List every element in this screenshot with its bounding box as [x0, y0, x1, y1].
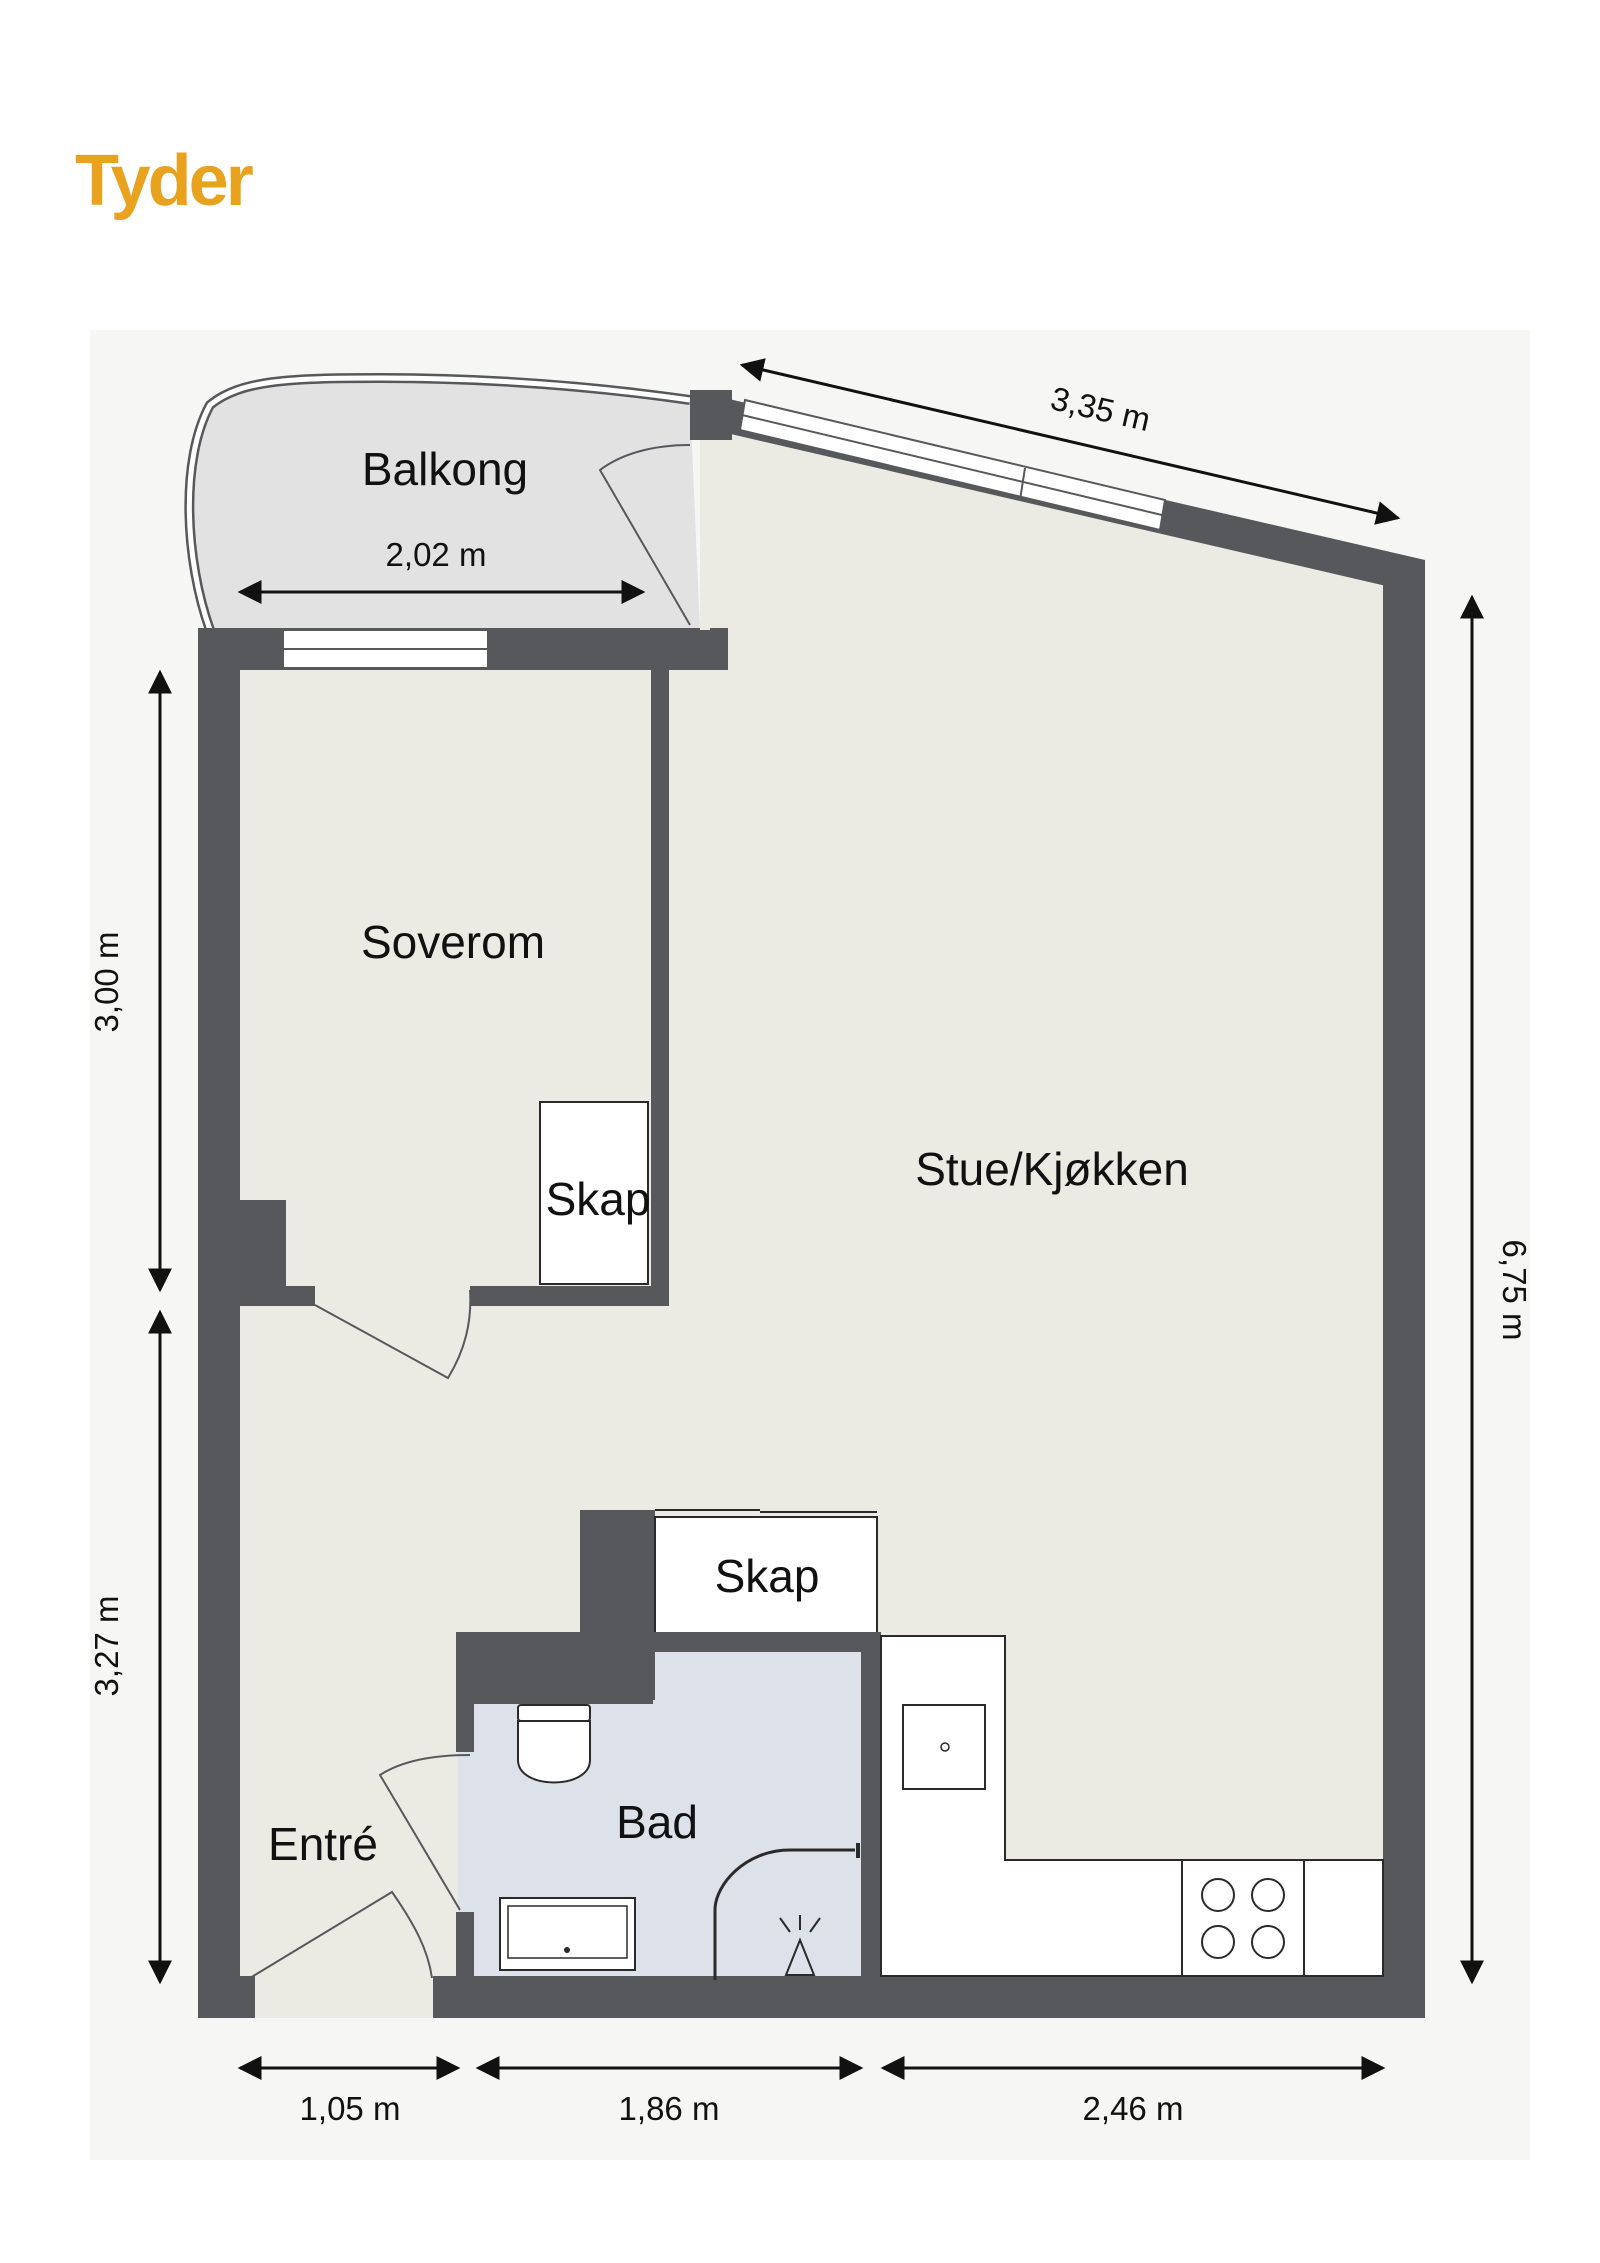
toilet-tank — [517, 1704, 591, 1722]
stove — [1181, 1859, 1305, 1977]
outer-wall-left — [198, 628, 240, 2018]
balcony-floor — [189, 378, 700, 630]
dim-label-bottom-2: 1,86 m — [619, 2090, 720, 2127]
room-label-balkong: Balkong — [362, 443, 528, 495]
room-label-stue-kjokken: Stue/Kjøkken — [915, 1143, 1189, 1195]
room-label-bad: Bad — [616, 1796, 698, 1848]
dim-label-right: 6,75 m — [1496, 1240, 1533, 1341]
toilet-bowl — [517, 1720, 591, 1784]
bedroom-closet — [539, 1101, 649, 1285]
brand-logo: Tyder — [75, 141, 254, 221]
room-label-skap-hall: Skap — [715, 1550, 820, 1602]
bedroom-door-swing — [314, 1289, 472, 1380]
bathroom-door-swing — [378, 1754, 471, 1911]
balcony-door-opening — [700, 440, 710, 630]
bedroom-wall-right — [651, 668, 669, 1306]
bedroom-wall-bottom-right — [470, 1286, 669, 1306]
dim-label-left-lower: 3,27 m — [88, 1596, 125, 1697]
dim-label-balcony: 2,02 m — [386, 536, 487, 573]
shower-drain-icon — [784, 1937, 816, 1976]
room-label-skap-bedroom: Skap — [546, 1173, 651, 1225]
shower-curtain — [713, 1848, 855, 1980]
bathroom-wall-left-lower — [456, 1912, 474, 1992]
dim-label-bottom-3: 2,46 m — [1083, 2090, 1184, 2127]
outer-wall-right — [1383, 560, 1425, 2018]
entrance-door-opening — [255, 1976, 433, 2018]
bathroom-wall-left-upper — [456, 1632, 474, 1752]
balcony-door-jamb — [690, 390, 732, 440]
dim-label-bottom-1: 1,05 m — [300, 2090, 401, 2127]
entrance-door-swing — [249, 1890, 433, 1979]
bathroom-wall-top-left — [456, 1632, 653, 1704]
dim-label-left-upper: 3,00 m — [88, 932, 125, 1033]
kitchen-sink — [902, 1704, 986, 1790]
bathroom-sink — [499, 1897, 636, 1971]
main-floor — [200, 400, 1420, 1995]
bedroom-wall-jog — [238, 1200, 286, 1306]
dim-arrow-top — [739, 358, 1401, 525]
room-label-soverom: Soverom — [361, 916, 545, 968]
balcony-door-swing — [598, 444, 691, 626]
bathroom-wall-right — [861, 1632, 881, 1992]
room-label-entre: Entré — [268, 1818, 378, 1870]
